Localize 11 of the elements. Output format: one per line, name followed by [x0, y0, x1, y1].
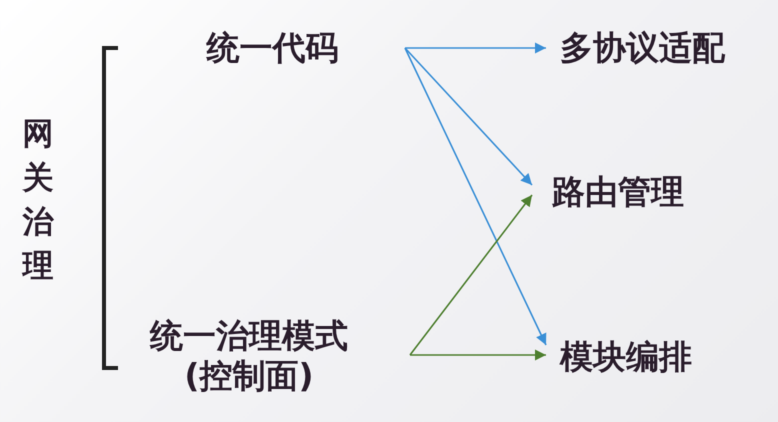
- node-label: 多协议适配: [559, 28, 726, 68]
- node-label: 统一治理模式(控制面): [150, 316, 349, 396]
- arrow: [405, 42, 546, 54]
- node-label: 模块编排: [558, 337, 693, 377]
- arrow: [410, 349, 546, 361]
- arrow: [404, 48, 547, 346]
- vertical-heading: 网关治理: [20, 115, 55, 286]
- arrow: [409, 194, 533, 356]
- arrow: [404, 47, 533, 186]
- node-label: 路由管理: [551, 172, 685, 212]
- node-label: 统一代码: [205, 28, 340, 68]
